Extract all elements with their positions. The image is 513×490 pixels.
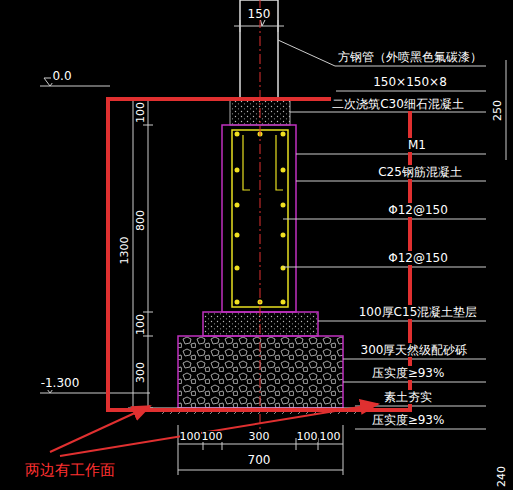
drawing-label: C25钢筋混凝土 [377,165,463,179]
drawing-label: -1.300 [40,376,81,390]
drawing-label: 100 [180,431,201,442]
drawing-label: 二次浇筑C30细石混凝土 [331,97,465,111]
drawing-label: 压实度≥93% [371,366,446,380]
annotation-note: 两边有工作面 [24,462,116,479]
drawing-label: 250 [492,100,503,121]
drawing-label: 150×150×8 [372,75,448,89]
drawing-label: 700 [248,454,271,466]
drawing-label: 300 [249,431,270,442]
drawing-label: 100 [135,314,146,335]
drawing-label: 300 [135,362,146,383]
drawing-label: 100 [297,431,318,442]
drawing-label: 方钢管（外喷黑色氟碳漆） [337,50,483,64]
drawing-label: 压实度≥93% [371,413,446,427]
drawing-label: 100厚C15混凝土垫层 [358,305,479,319]
drawing-label: Φ12@150 [387,203,449,217]
drawing-label: 100 [320,431,341,442]
drawing-label: 150 [248,8,271,20]
drawing-label: Φ12@150 [387,251,449,265]
drawing-label: 300厚天然级配砂砾 [360,343,469,357]
drawing-label: 100 [202,431,223,442]
drawing-label: 0.0 [51,69,72,83]
drawing-label: 100 [135,102,146,123]
drawing-label: 800 [135,210,146,231]
drawing-label: 1300 [119,236,130,264]
drawing-label: 素土夯实 [383,390,433,404]
drawing-label: M1 [407,138,427,152]
drawing-label: 240 [496,466,507,487]
